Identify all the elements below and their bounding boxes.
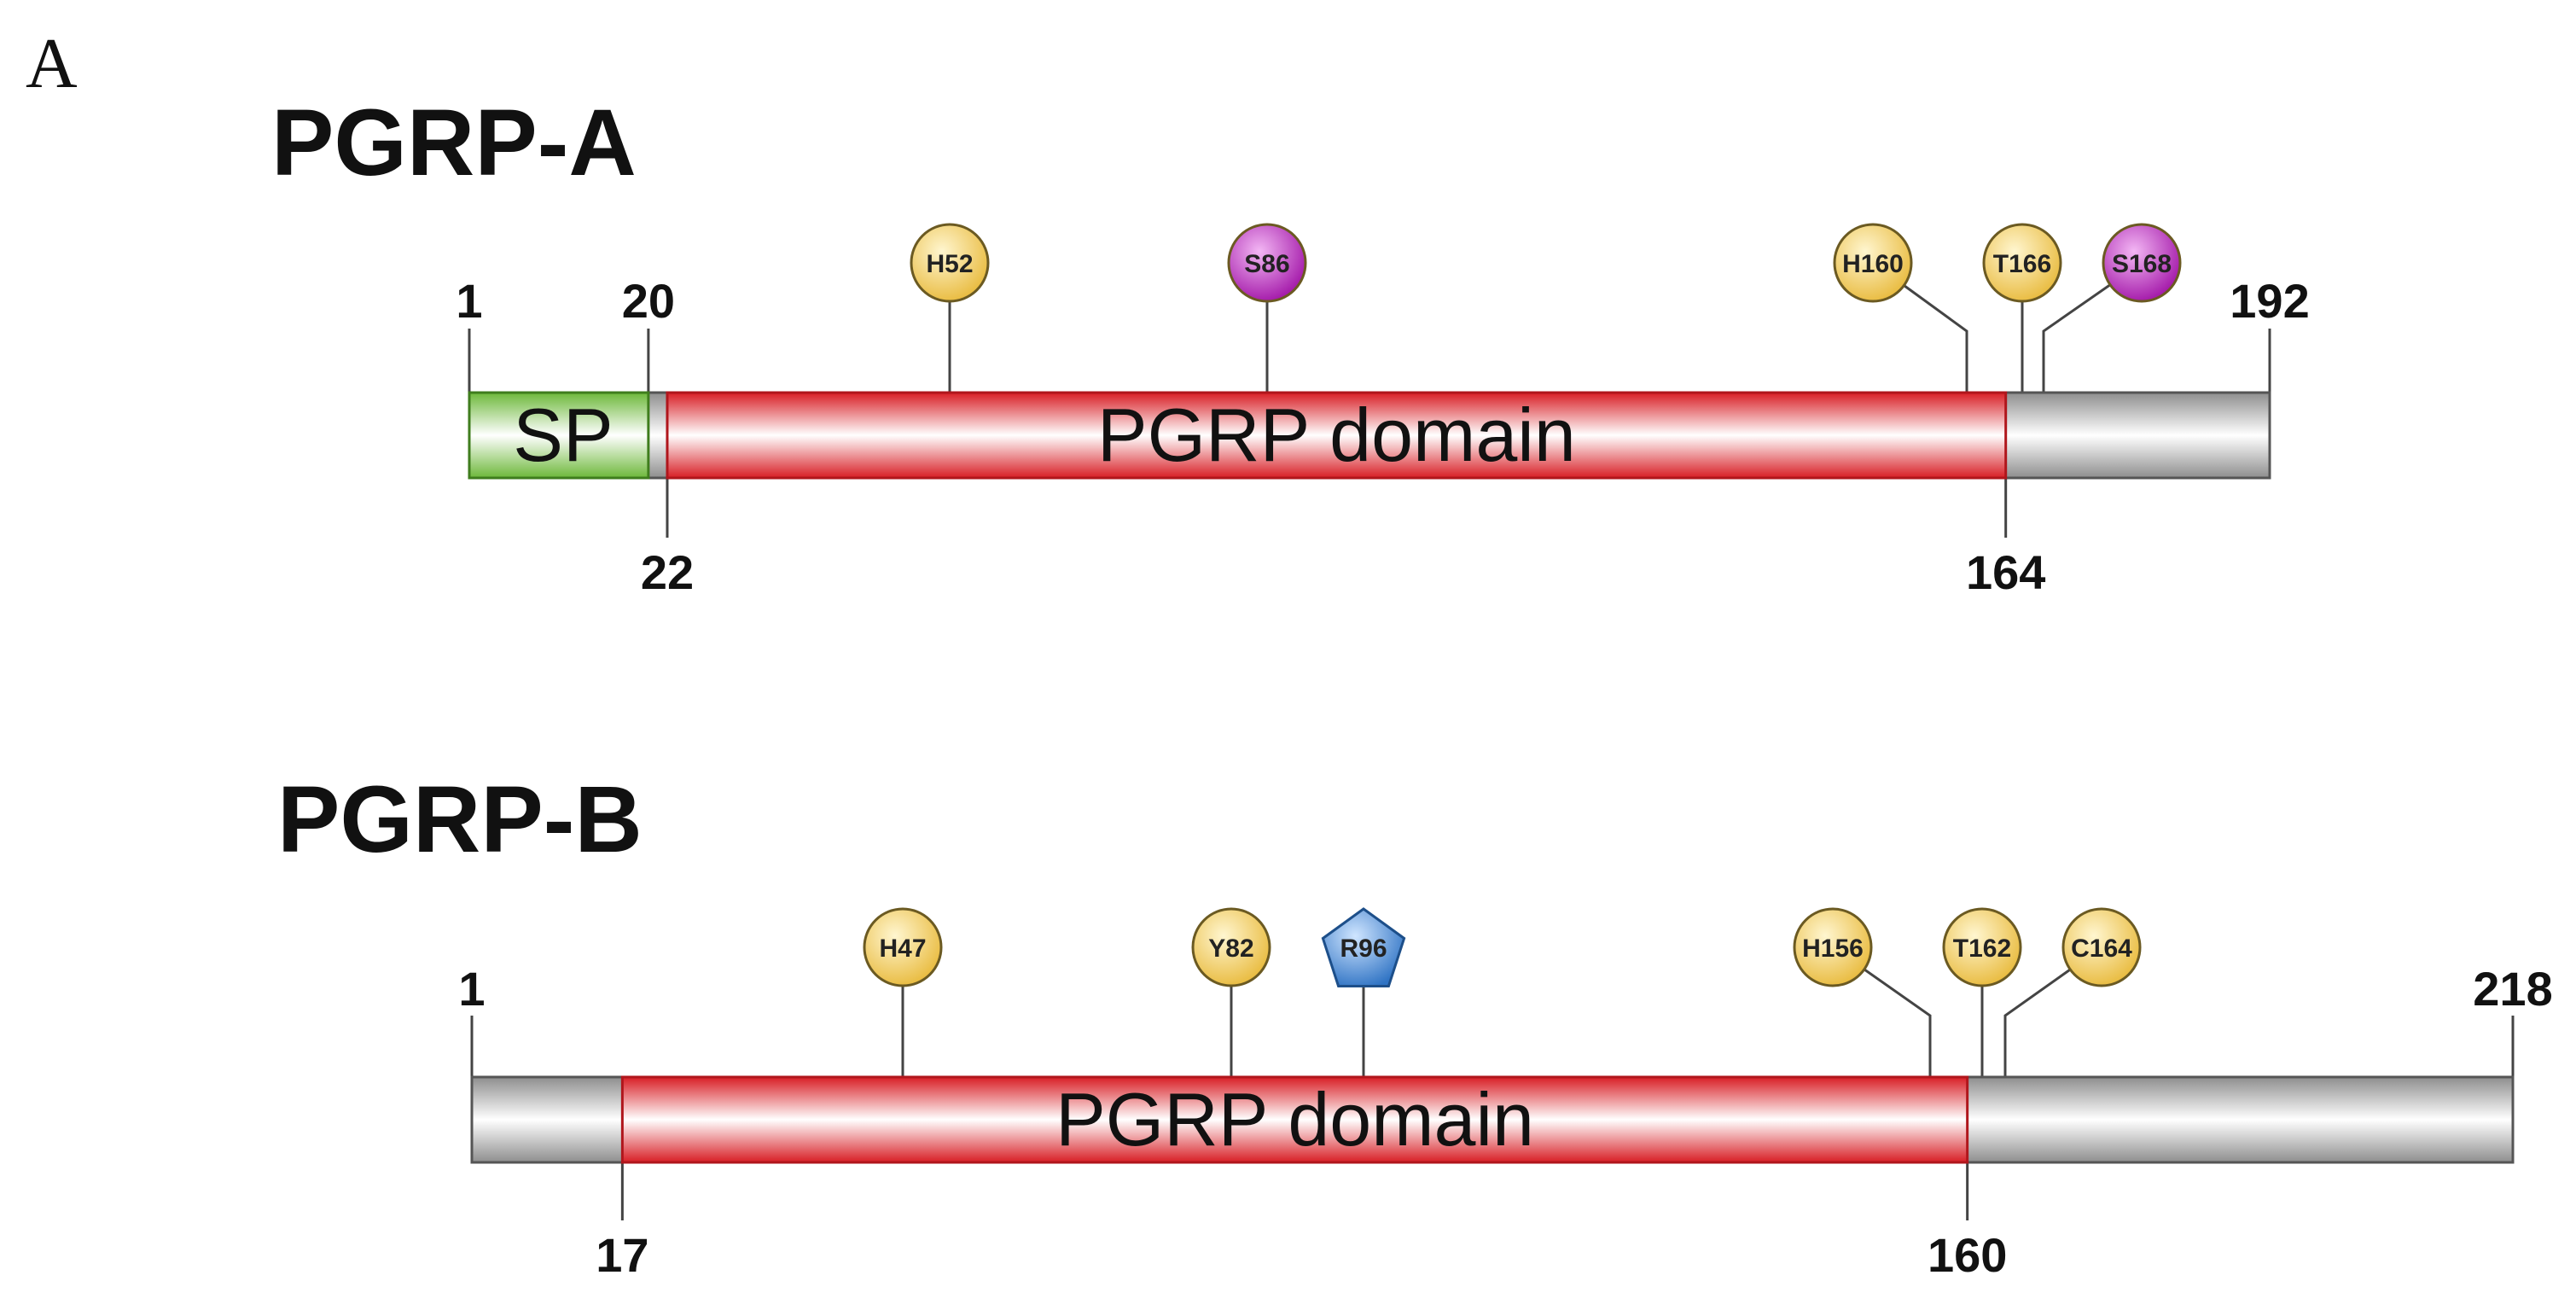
tick-label-top: 218 bbox=[2473, 962, 2552, 1016]
site-symbol bbox=[1982, 223, 2062, 303]
site-stem bbox=[2042, 261, 2143, 393]
tick-label-top: 1 bbox=[458, 962, 485, 1016]
protein-backbone: PGRP domain bbox=[470, 1075, 2515, 1164]
site-symbol bbox=[1942, 907, 2022, 987]
site-label: H47 bbox=[879, 935, 926, 963]
site-label: T166 bbox=[1993, 250, 2051, 278]
site-y82: Y82 bbox=[1191, 907, 1271, 1077]
tick-label-top: 20 bbox=[622, 274, 675, 328]
site-symbol bbox=[2061, 907, 2142, 987]
protein-backbone: SP PGRP domain bbox=[468, 391, 2271, 480]
site-symbol bbox=[863, 907, 943, 987]
site-markers: H47 Y82 R96 H156 T162 C164 bbox=[863, 907, 2142, 1077]
protein-name: PGRP-A bbox=[271, 90, 637, 195]
protein-pgrp-b: PGRP-B H47 Y82 R96 H156 T162 C164 1 218 17 160 P… bbox=[277, 767, 2553, 1282]
tick-label-top: 192 bbox=[2230, 274, 2309, 328]
position-ticks: 1 20 192 22 164 bbox=[456, 274, 2309, 599]
site-label: S86 bbox=[1244, 250, 1289, 278]
tick-label-bottom: 17 bbox=[596, 1228, 648, 1282]
site-symbol bbox=[910, 223, 990, 303]
site-symbol bbox=[1793, 907, 1873, 987]
site-symbol bbox=[1191, 907, 1271, 987]
site-t162: T162 bbox=[1942, 907, 2022, 1077]
site-markers: H52 S86 H160 T166 S168 bbox=[910, 223, 2182, 393]
domain-label: SP bbox=[513, 393, 613, 477]
site-label: H156 bbox=[1802, 935, 1864, 963]
site-c164: C164 bbox=[2003, 907, 2142, 1077]
site-symbol bbox=[2102, 223, 2182, 303]
site-label: R96 bbox=[1340, 935, 1387, 963]
tick-label-bottom: 164 bbox=[1966, 545, 2045, 599]
position-ticks: 1 218 17 160 bbox=[458, 962, 2552, 1282]
site-label: C164 bbox=[2071, 935, 2132, 963]
site-h47: H47 bbox=[863, 907, 943, 1077]
domain-sp bbox=[468, 391, 650, 480]
site-h156: H156 bbox=[1793, 907, 1932, 1077]
site-t166: T166 bbox=[1982, 223, 2062, 393]
protein-pgrp-a: PGRP-A H52 S86 H160 T166 S168 1 20 192 22 164 SP… bbox=[271, 90, 2310, 599]
tick-label-bottom: 22 bbox=[641, 545, 694, 599]
site-h52: H52 bbox=[910, 223, 990, 393]
site-label: S168 bbox=[2112, 250, 2172, 278]
domain-label: PGRP domain bbox=[1097, 393, 1576, 477]
tick-label-bottom: 160 bbox=[1928, 1228, 2007, 1282]
domain-pgrp bbox=[620, 1075, 1969, 1164]
domain-label: PGRP domain bbox=[1055, 1077, 1534, 1162]
site-symbol bbox=[1227, 223, 1307, 303]
site-h160: H160 bbox=[1833, 223, 1968, 393]
panel-label: A bbox=[26, 24, 78, 103]
tick-label-top: 1 bbox=[456, 274, 482, 328]
site-symbol bbox=[1321, 907, 1406, 987]
site-r96: R96 bbox=[1321, 907, 1406, 1077]
site-label: H160 bbox=[1842, 250, 1904, 278]
site-label: T162 bbox=[1953, 935, 2011, 963]
site-label: Y82 bbox=[1208, 935, 1253, 963]
site-symbol bbox=[1833, 223, 1913, 303]
site-label: H52 bbox=[926, 250, 973, 278]
site-s168: S168 bbox=[2042, 223, 2182, 393]
site-s86: S86 bbox=[1227, 223, 1307, 393]
domain-pgrp bbox=[666, 391, 2008, 480]
protein-name: PGRP-B bbox=[277, 767, 643, 872]
